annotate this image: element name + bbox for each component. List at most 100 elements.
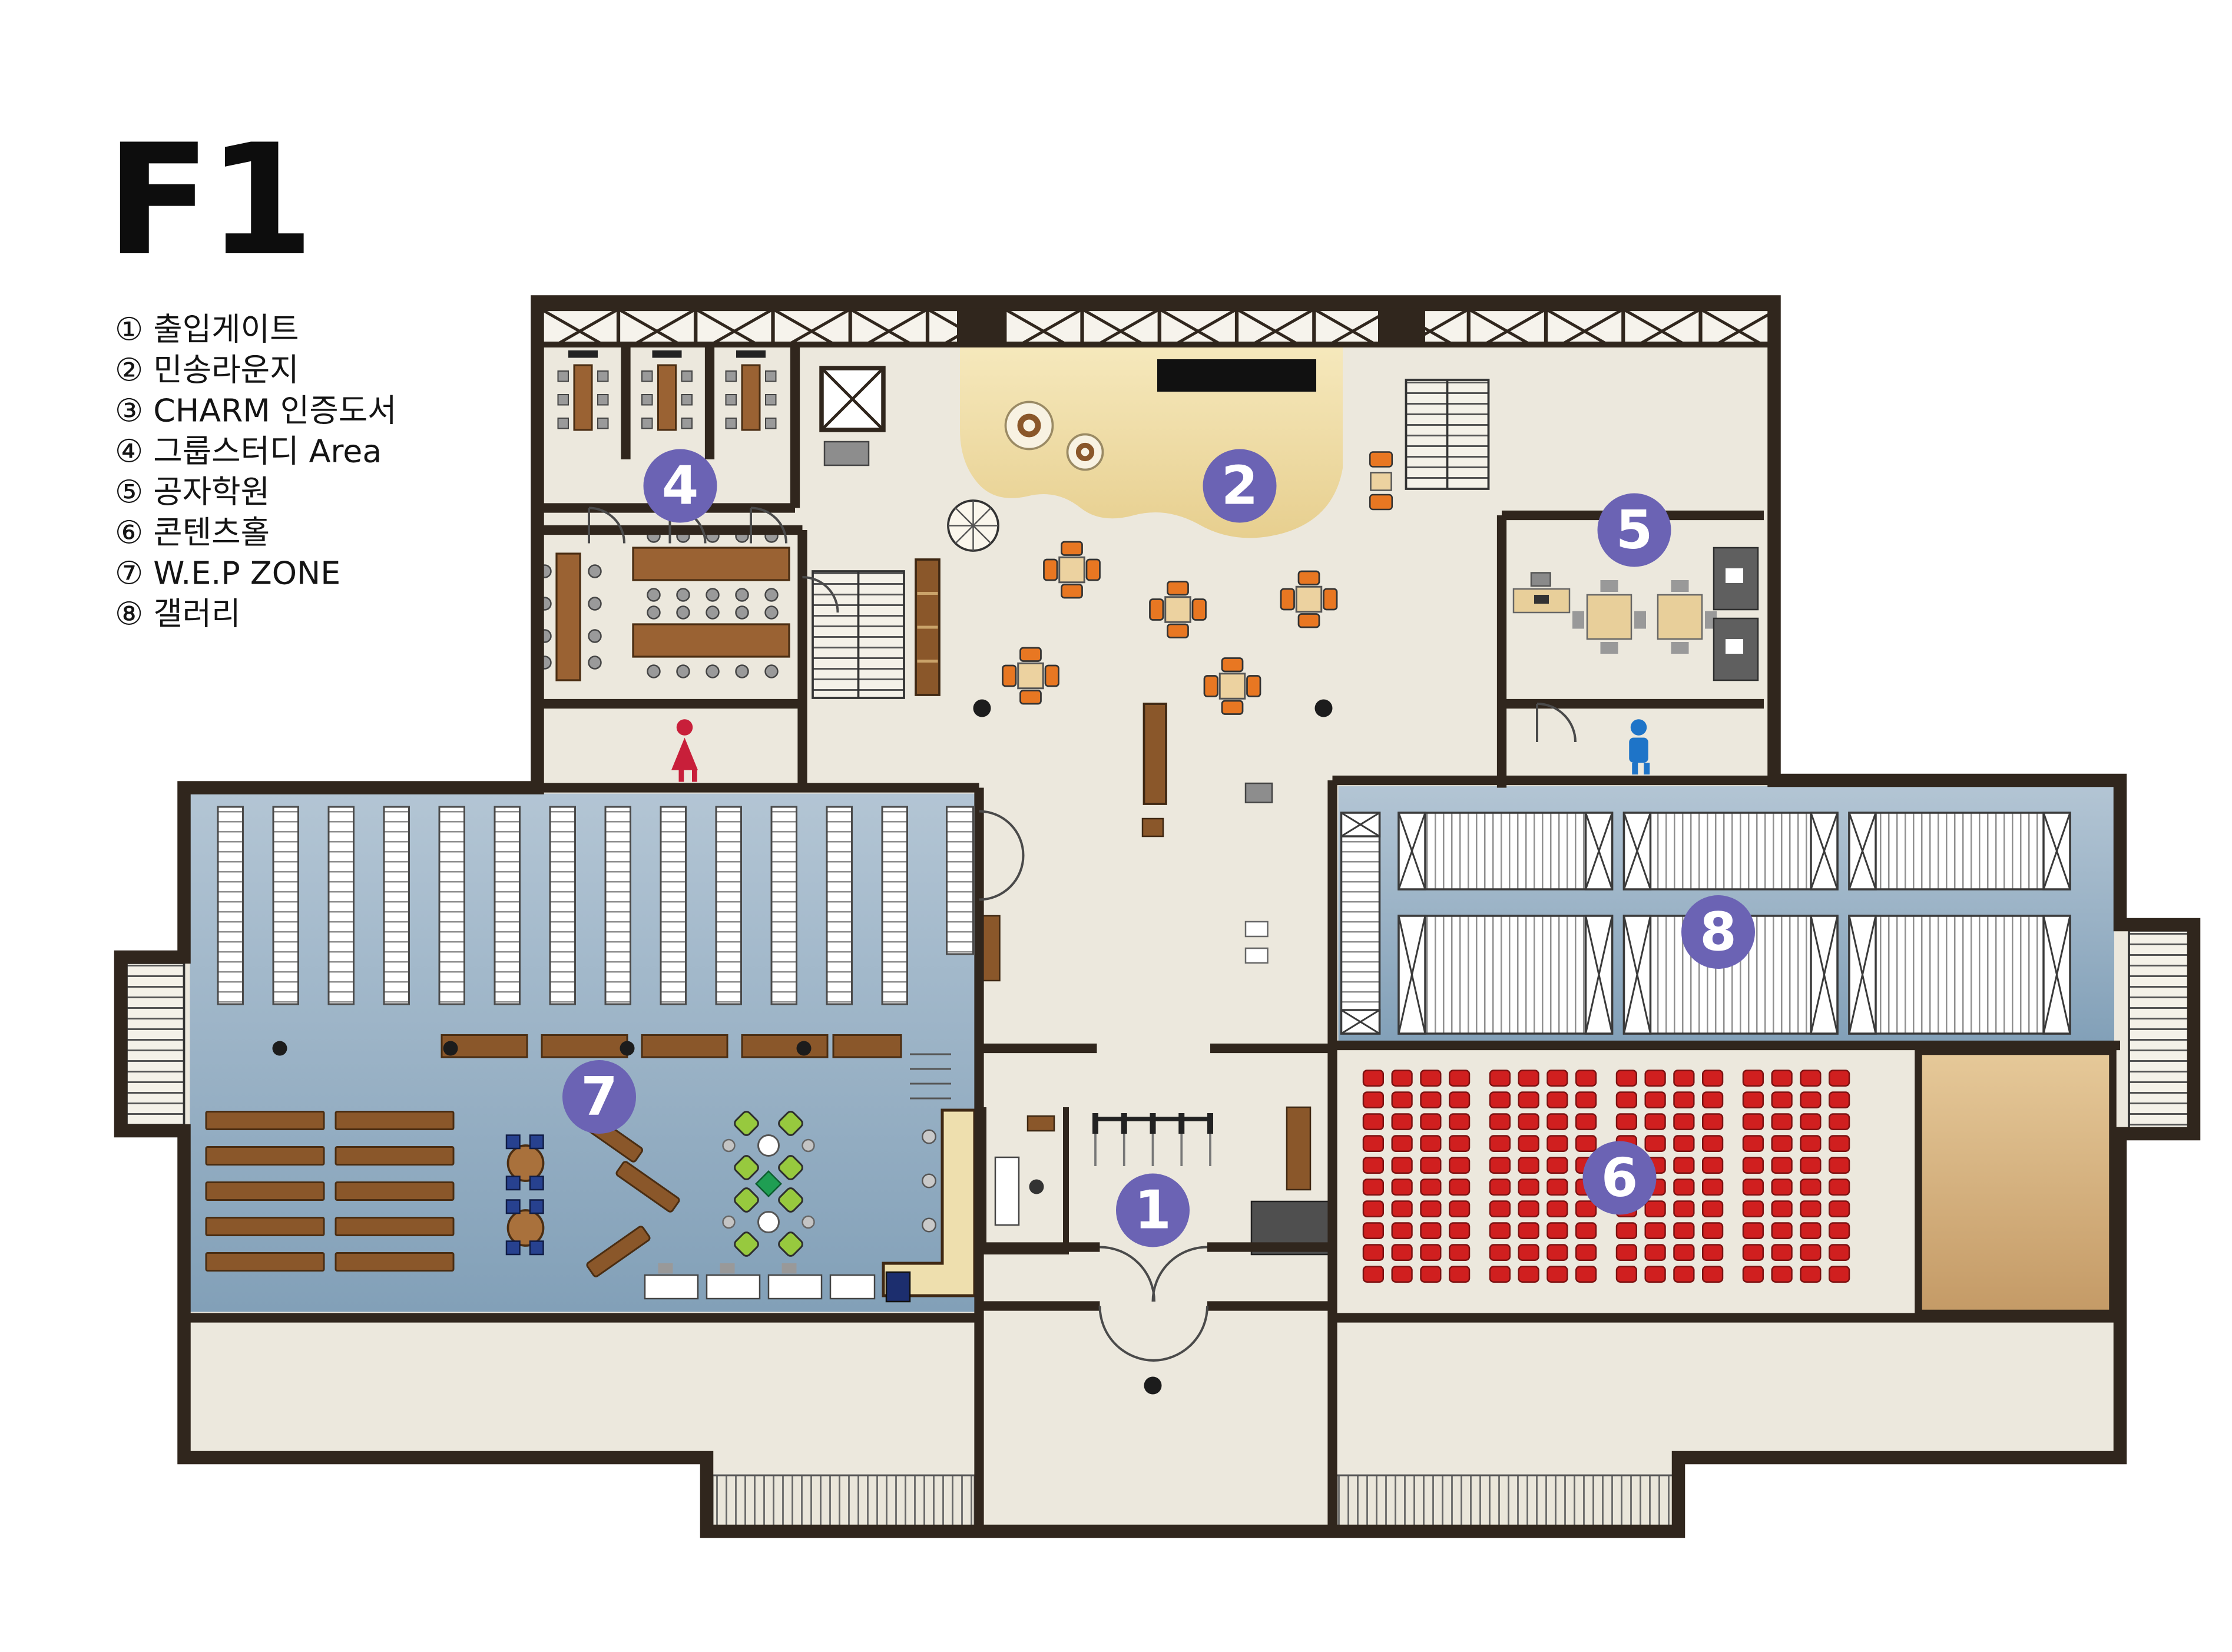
bench-small — [1244, 947, 1269, 964]
chair — [735, 588, 749, 602]
bench — [335, 1146, 455, 1166]
entrance-steps — [1336, 1474, 1675, 1529]
auditorium-seat — [1449, 1200, 1471, 1217]
auditorium-seat — [1742, 1070, 1764, 1087]
bench — [205, 1217, 325, 1236]
auditorium-seat — [1673, 1200, 1695, 1217]
auditorium-seat — [1742, 1091, 1764, 1108]
chair — [641, 370, 653, 382]
auditorium-seat — [1771, 1222, 1793, 1239]
decor-diamond — [755, 1170, 782, 1197]
chair — [1634, 611, 1646, 629]
auditorium-seat — [1742, 1135, 1764, 1153]
auditorium-seat — [1644, 1135, 1666, 1153]
stool — [722, 1215, 736, 1229]
display-table-cross — [2042, 812, 2071, 890]
cafe-table — [1164, 596, 1191, 623]
cafe-chair — [1280, 588, 1295, 611]
conference-table — [555, 552, 581, 681]
legend-item: ⑤ 공자학원 — [115, 474, 270, 511]
auditorium-seat — [1362, 1244, 1384, 1262]
auditorium-seat — [1362, 1266, 1384, 1283]
chair — [676, 664, 690, 678]
auditorium-seat — [1546, 1135, 1568, 1153]
lounge-table — [1004, 400, 1054, 451]
auditorium-seat — [1518, 1157, 1539, 1174]
bench-angled — [586, 1226, 651, 1277]
gallery-tables — [1340, 812, 2071, 1035]
cabinet — [1026, 1115, 1055, 1132]
gate-post — [1150, 1113, 1156, 1134]
chair-navy — [529, 1134, 544, 1150]
entrance-steps — [711, 1474, 976, 1529]
bookshelf-stack — [549, 806, 577, 1005]
spiral-stair-treads — [948, 501, 998, 551]
auditorium-seat — [1702, 1091, 1724, 1108]
auditorium-seat — [1449, 1113, 1471, 1130]
bookshelf-stack — [881, 806, 909, 1005]
chair — [557, 370, 569, 382]
chair — [1530, 572, 1551, 587]
cafe-chair — [1221, 700, 1244, 715]
auditorium-seat — [1771, 1200, 1793, 1217]
bookshelf-area — [217, 806, 974, 1005]
auditorium-seat — [1644, 1113, 1666, 1130]
chair-navy — [505, 1240, 521, 1256]
auditorium-seat — [1800, 1200, 1822, 1217]
display-table — [1340, 812, 1381, 1035]
zone-marker-2 — [1203, 449, 1277, 523]
auditorium-seat — [1644, 1091, 1666, 1108]
bookshelf-stack — [438, 806, 465, 1005]
auditorium-seat — [1489, 1070, 1511, 1087]
auditorium-seat — [1449, 1222, 1471, 1239]
auditorium-seat — [1391, 1070, 1413, 1087]
auditorium-seat — [1644, 1244, 1666, 1262]
display-table-cross — [1623, 812, 1651, 890]
room-screen — [568, 350, 598, 358]
bookshelf — [1286, 1106, 1312, 1191]
auditorium-seat — [1673, 1222, 1695, 1239]
lounge-chair — [778, 1155, 803, 1180]
auditorium-seat — [1362, 1113, 1384, 1130]
auditorium-seat — [1420, 1200, 1442, 1217]
lounge-chair — [734, 1155, 759, 1180]
staircase — [125, 962, 186, 1129]
legend-item: ⑥ 콘텐츠홀 — [115, 514, 270, 551]
auditorium-seat — [1420, 1157, 1442, 1174]
auditorium-seat — [1771, 1070, 1793, 1087]
chair — [676, 588, 690, 602]
auditorium-seat — [1518, 1222, 1539, 1239]
auditorium-seat — [1615, 1091, 1637, 1108]
lounge-chair — [734, 1231, 759, 1257]
auditorium-seat — [1518, 1091, 1539, 1108]
outer-wall — [114, 295, 2201, 1538]
chair — [735, 664, 749, 678]
auditorium-seat — [1362, 1222, 1384, 1239]
auditorium-seat — [1489, 1091, 1511, 1108]
auditorium-seat — [1362, 1200, 1384, 1217]
chair — [1600, 642, 1618, 654]
auditorium-seat — [1420, 1091, 1442, 1108]
auditorium-seat — [1575, 1266, 1597, 1283]
chair — [1600, 580, 1618, 592]
auditorium-seat — [1615, 1113, 1637, 1130]
bookshelf-stack — [770, 806, 797, 1005]
lounge-chair — [778, 1111, 803, 1136]
zone-marker-label-1: 1 — [1134, 1180, 1171, 1242]
auditorium-seat — [1489, 1113, 1511, 1130]
reading-table — [641, 1034, 728, 1058]
chair — [1572, 611, 1584, 629]
auditorium-seat — [1742, 1222, 1764, 1239]
chair — [765, 394, 777, 406]
cafe-chair — [1323, 588, 1338, 611]
auditorium-seat — [1489, 1157, 1511, 1174]
auditorium-seat — [1800, 1091, 1822, 1108]
lounge-chair — [734, 1187, 759, 1213]
auditorium-seat — [1673, 1266, 1695, 1283]
chair — [597, 418, 609, 429]
monitor — [1726, 639, 1743, 654]
display-table-cross — [1398, 812, 1426, 890]
chair — [725, 418, 737, 429]
auditorium-seat — [1449, 1091, 1471, 1108]
